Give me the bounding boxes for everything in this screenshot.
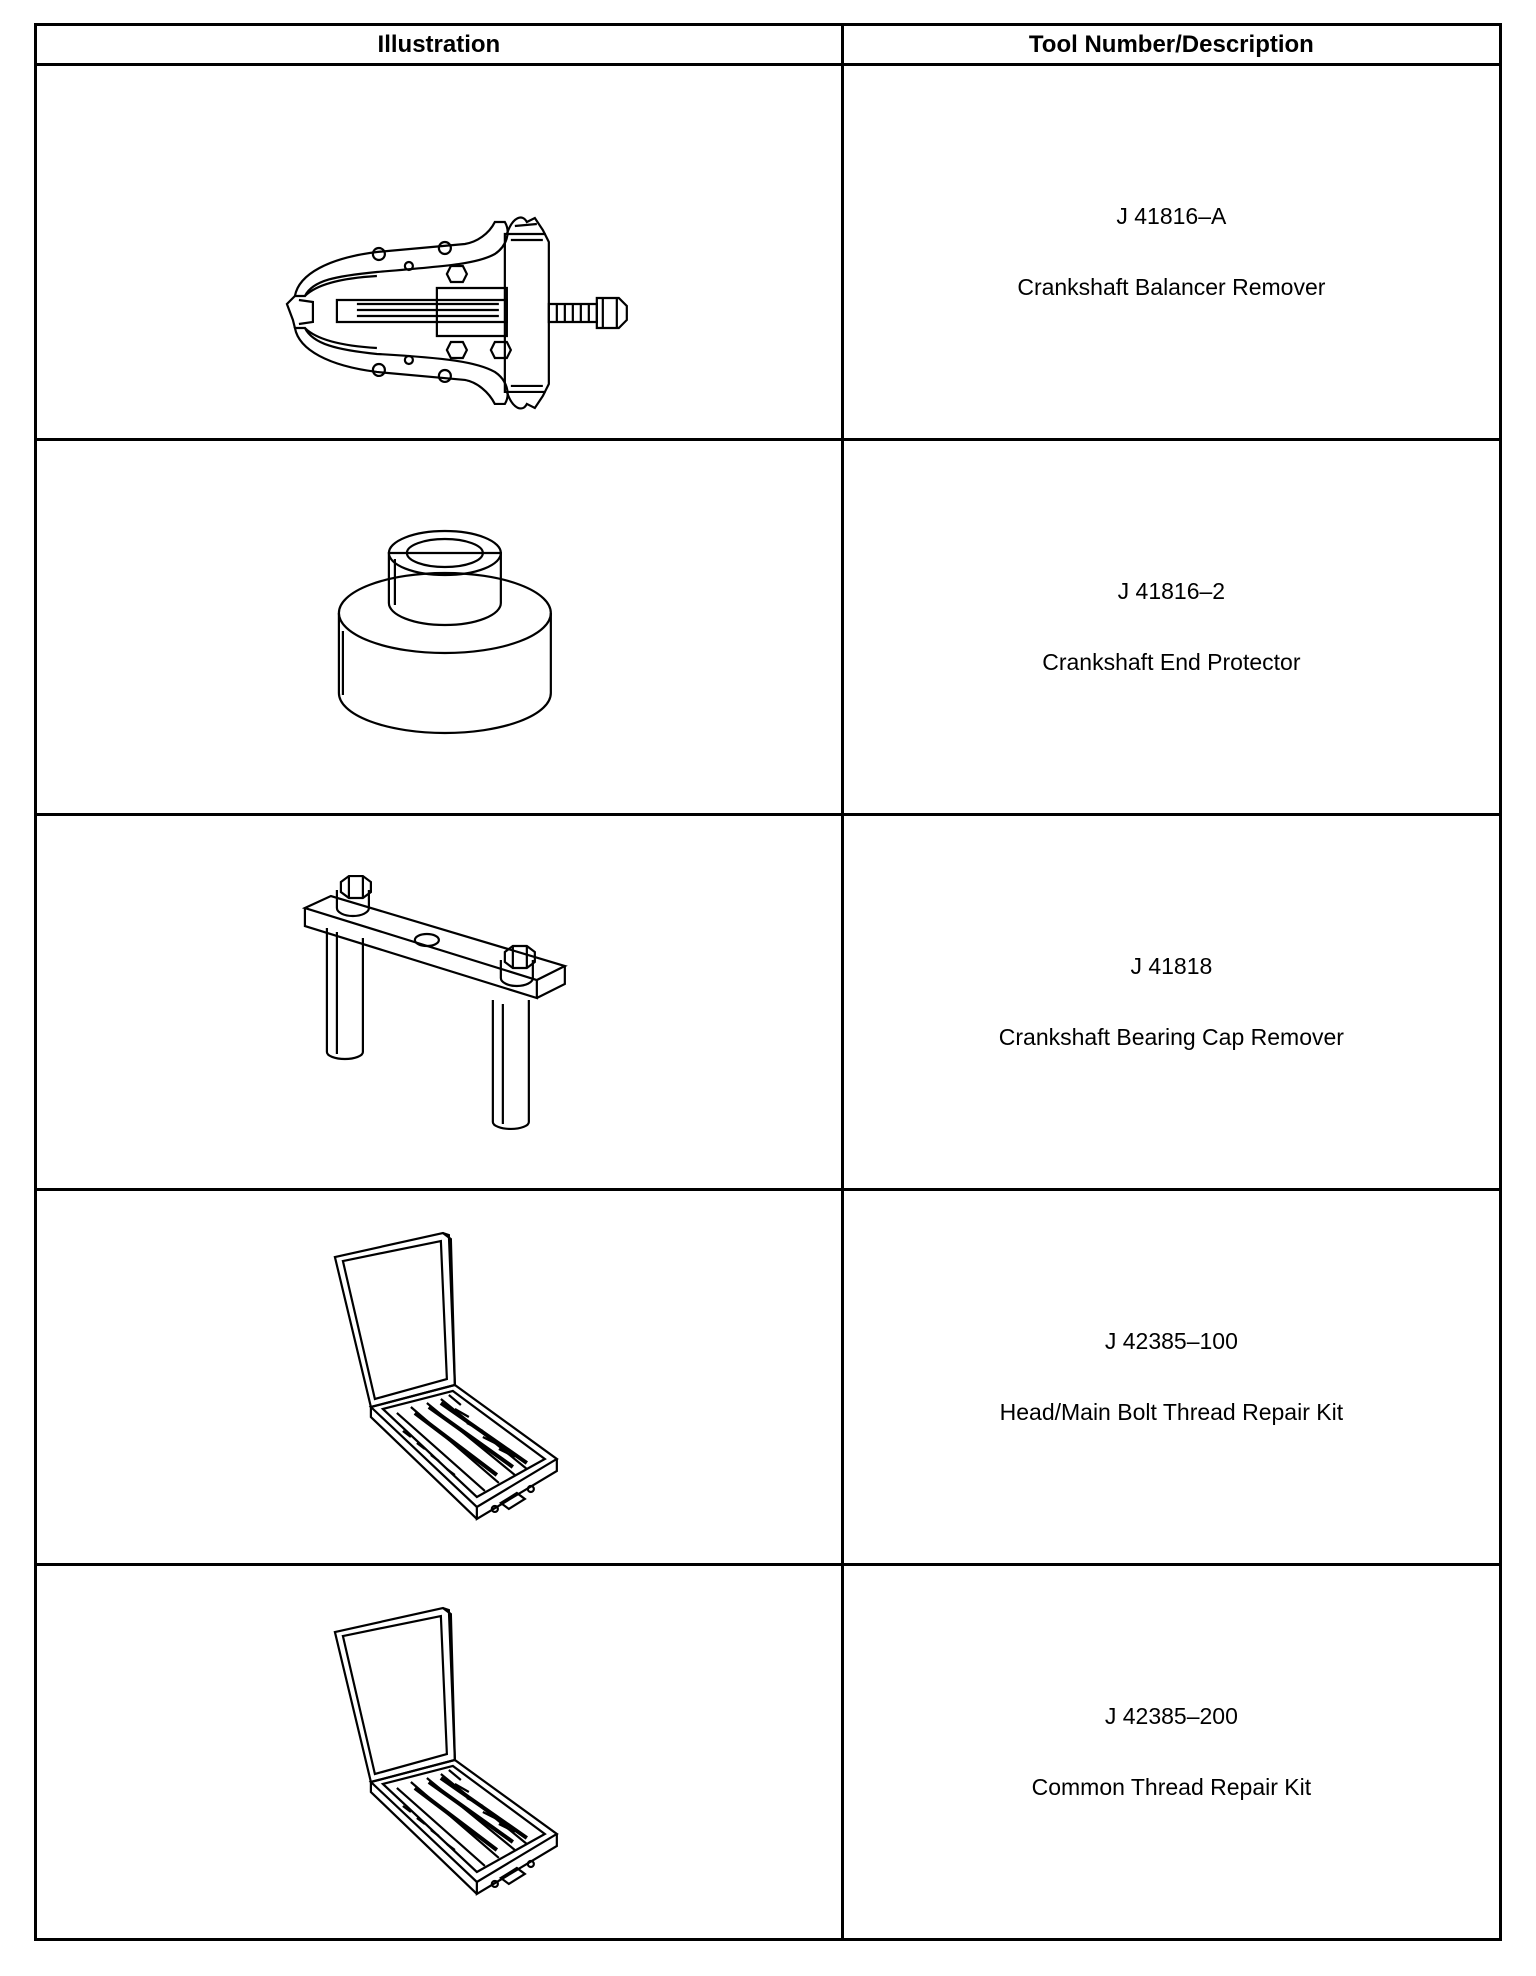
tool-number: J 42385–200 [1104,1703,1238,1729]
tool-number: J 41816–2 [1117,578,1226,604]
repair-kit-icon [37,1191,841,1563]
tool-number: J 41818 [1130,953,1213,979]
tool-description: Crankshaft Bearing Cap Remover [998,1024,1344,1050]
end-protector-icon [37,441,841,813]
repair-kit-icon [37,1566,841,1938]
description-cell: J 42385–200 Common Thread Repair Kit [840,1563,1503,1941]
illustration-cell [34,63,844,441]
tool-number: J 42385–100 [1104,1328,1238,1354]
tool-number: J 41816–A [1116,203,1227,229]
table-row: J 41818 Crankshaft Bearing Cap Remover [34,813,1503,1191]
tool-description: Common Thread Repair Kit [1031,1774,1312,1800]
cap-remover-icon [37,816,841,1188]
illustration-cell [34,1188,844,1566]
description-cell: J 42385–100 Head/Main Bolt Thread Repair… [840,1188,1503,1566]
header-illustration: Illustration [34,23,844,66]
table-header-row: Illustration Tool Number/Description [34,23,1503,66]
table-row: J 41816–2 Crankshaft End Protector [34,438,1503,816]
table-row: J 42385–200 Common Thread Repair Kit [34,1563,1503,1941]
tool-table: Illustration Tool Number/Description [34,23,1503,1941]
illustration-cell [34,1563,844,1941]
illustration-cell [34,438,844,816]
puller-icon [37,66,841,438]
description-cell: J 41816–A Crankshaft Balancer Remover [840,63,1503,441]
table-row: J 42385–100 Head/Main Bolt Thread Repair… [34,1188,1503,1566]
description-cell: J 41818 Crankshaft Bearing Cap Remover [840,813,1503,1191]
table-row: J 41816–A Crankshaft Balancer Remover [34,63,1503,441]
tool-description: Crankshaft Balancer Remover [1017,274,1326,300]
illustration-cell [34,813,844,1191]
tool-description: Head/Main Bolt Thread Repair Kit [999,1399,1344,1425]
description-cell: J 41816–2 Crankshaft End Protector [840,438,1503,816]
header-tool-description: Tool Number/Description [840,23,1503,66]
tool-description: Crankshaft End Protector [1042,649,1301,675]
